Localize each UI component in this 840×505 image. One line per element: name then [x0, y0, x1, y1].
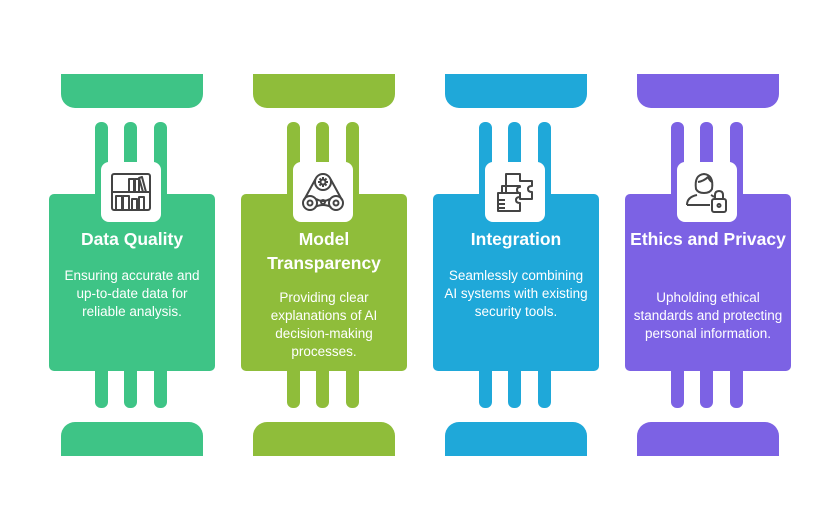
pillar-data-quality: Data Quality Ensuring accurate and up-to… [49, 0, 215, 505]
pillar-bottom-cap [253, 422, 395, 456]
pillar-top-cap [637, 74, 779, 108]
pillar-title: Model Transparency [267, 229, 381, 273]
pillar-bottom-cap [445, 422, 587, 456]
pillar-card: Ethics and Privacy Upholding ethical sta… [625, 194, 791, 371]
pillar-top-cap [445, 74, 587, 108]
pillar-description: Ensuring accurate and up-to-date data fo… [64, 268, 200, 319]
pillar-title: Data Quality [80, 229, 184, 249]
puzzle-icon [485, 162, 545, 222]
pillar-top-cap [253, 74, 395, 108]
pillar-bottom-cap [637, 422, 779, 456]
pillar-model-transparency: Model Transparency Providing clear expla… [241, 0, 407, 505]
pillar-card: Model Transparency Providing clear expla… [241, 194, 407, 371]
pillar-top-cap [61, 74, 203, 108]
pillar-description: Seamlessly combining AI systems with exi… [444, 268, 588, 319]
bookshelf-icon [101, 162, 161, 222]
pillar-description: Upholding ethical standards and protecti… [633, 290, 783, 341]
person-lock-icon [677, 162, 737, 222]
pillar-card: Data Quality Ensuring accurate and up-to… [49, 194, 215, 371]
gear-pulley-icon [293, 162, 353, 222]
pillar-bottom-cap [61, 422, 203, 456]
pillar-title: Integration [470, 229, 562, 249]
pillar-title: Ethics and Privacy [630, 229, 786, 249]
pillar-description: Providing clear explanations of AI decis… [270, 290, 378, 359]
pillar-card: Integration Seamlessly combining AI syst… [433, 194, 599, 371]
pillar-ethics-privacy: Ethics and Privacy Upholding ethical sta… [625, 0, 791, 505]
pillar-integration: Integration Seamlessly combining AI syst… [433, 0, 599, 505]
